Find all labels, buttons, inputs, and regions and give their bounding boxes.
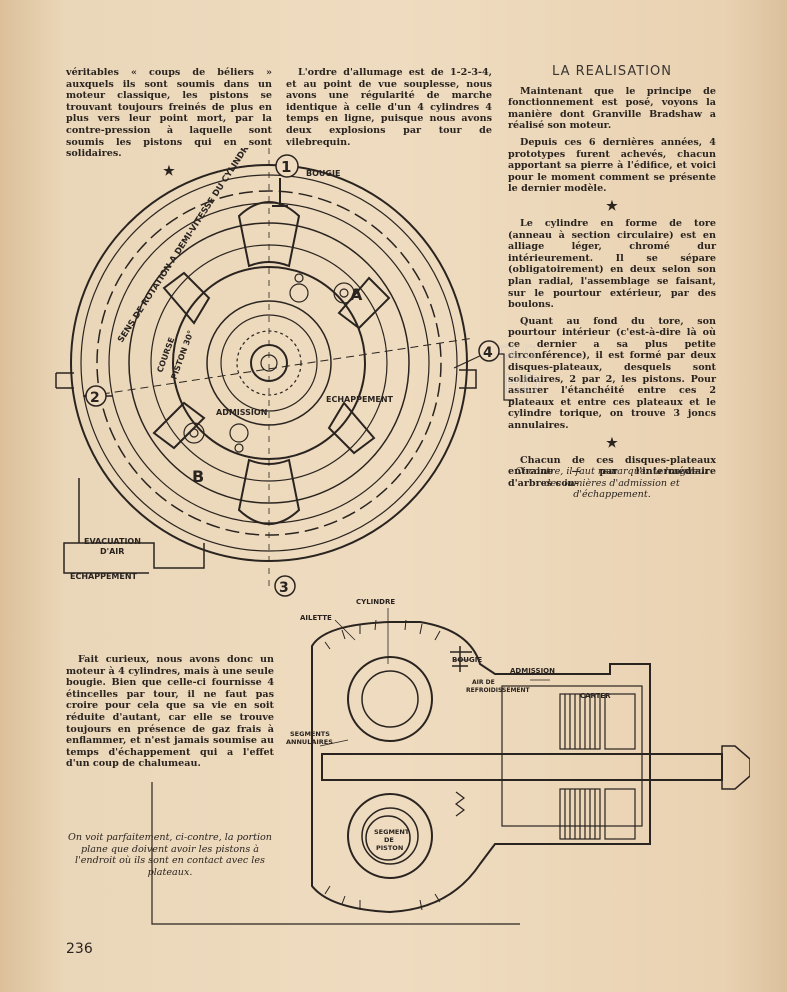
carter bbox=[501, 685, 643, 827]
svg-text:1: 1 bbox=[281, 158, 291, 176]
star-separator: ★ bbox=[163, 163, 175, 179]
paragraph: Chacun de ces disques-plateaux entraine … bbox=[508, 454, 716, 489]
caption-admission-exhaust: Ci-contre, il faut remarquer la longueur… bbox=[515, 466, 709, 501]
engine-casing bbox=[311, 621, 651, 914]
callout-3: 3 bbox=[274, 575, 296, 597]
label-bougie: BOUGIE bbox=[306, 169, 340, 178]
label-evacuation-air: D'AIR bbox=[100, 547, 124, 556]
paragraph: véritables « coups de béliers » auxquels… bbox=[66, 67, 272, 160]
label-a: A bbox=[350, 285, 363, 304]
label-echappement: ECHAPPEMENT bbox=[326, 395, 394, 404]
star-separator: ★ bbox=[606, 198, 618, 214]
shaft bbox=[250, 344, 288, 382]
label-annulaires: ANNULAIRES bbox=[286, 738, 333, 746]
label-air: AIR DE bbox=[472, 679, 495, 686]
label-cylindre: CYLINDRE bbox=[356, 598, 395, 606]
caption-piston-plateaux: On voit parfaitement, ci-contre, la port… bbox=[68, 832, 272, 878]
label-de: DE bbox=[384, 836, 394, 844]
callout-4: 4 bbox=[478, 340, 500, 362]
label-refroidissement: REFROIDISSEMENT bbox=[466, 687, 531, 694]
label-ailette: AILETTE bbox=[300, 614, 332, 622]
label-b: B bbox=[192, 467, 204, 486]
crankshaft bbox=[321, 753, 723, 781]
gears bbox=[559, 693, 636, 840]
figure-rotary-engine-section: 1 2 3 4 BOUGIE SENS DE ROTATION A DEMI-V… bbox=[55, 148, 514, 597]
label-segments: SEGMENTS bbox=[290, 730, 330, 738]
paragraph: L'ordre d'allumage est de 1-2-3-4, et au… bbox=[286, 67, 492, 148]
segment-piston-callout bbox=[365, 815, 411, 861]
svg-text:3: 3 bbox=[279, 580, 289, 596]
spark-plug bbox=[272, 178, 288, 207]
label-carter: CARTER bbox=[580, 692, 611, 700]
figure-engine-longitudinal: CYLINDRE AILETTE BOUGIE ADMISSION AIR DE… bbox=[151, 598, 750, 925]
column-2-top: L'ordre d'allumage est de 1-2-3-4, et au… bbox=[286, 67, 492, 153]
leader-line bbox=[497, 353, 514, 401]
label-evacuation: EVACUATION bbox=[84, 537, 141, 546]
callout-2: 2 bbox=[85, 385, 107, 407]
paragraph: Depuis ces 6 dernières années, 4 prototy… bbox=[508, 136, 716, 195]
paragraph: Quant au fond du tore, son pourtour inté… bbox=[508, 315, 716, 432]
paragraph: Maintenant que le principe de fonctionne… bbox=[508, 85, 716, 132]
label-admission: ADMISSION bbox=[510, 667, 555, 675]
label-admission: ADMISSION bbox=[216, 408, 267, 417]
pistons bbox=[152, 201, 391, 525]
column-3: LA REALISATION Maintenant que le princip… bbox=[508, 64, 716, 494]
label-piston: PISTON bbox=[376, 844, 403, 852]
svg-text:4: 4 bbox=[483, 345, 493, 361]
paragraph: Le cylindre en forme de tore (anneau à s… bbox=[508, 217, 716, 311]
column-bottom-left: Fait curieux, nous avons donc un moteur … bbox=[66, 654, 274, 775]
torus-inner bbox=[172, 266, 366, 460]
watermark-line-2: HD bbox=[504, 370, 541, 398]
svg-text:2: 2 bbox=[90, 390, 100, 406]
watermark-line-1: OLG bbox=[498, 342, 536, 363]
section-heading: LA REALISATION bbox=[552, 64, 672, 79]
page-number: 236 bbox=[66, 941, 93, 957]
column-1-top: véritables « coups de béliers » auxquels… bbox=[66, 67, 272, 183]
star-separator: ★ bbox=[606, 435, 618, 451]
exhaust-duct bbox=[63, 478, 205, 574]
label-segment: SEGMENT bbox=[374, 828, 410, 836]
callout-1: 1 bbox=[275, 154, 299, 178]
paragraph: Fait curieux, nous avons donc un moteur … bbox=[66, 654, 274, 770]
label-echappement-duct: ECHAPPEMENT bbox=[70, 572, 138, 581]
label-bougie: BOUGIE bbox=[452, 656, 482, 664]
watermark-logo: OLG HD bbox=[498, 342, 541, 399]
